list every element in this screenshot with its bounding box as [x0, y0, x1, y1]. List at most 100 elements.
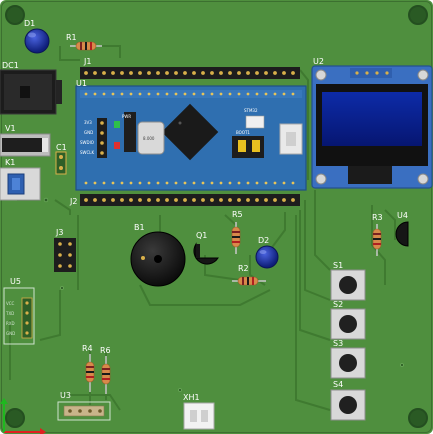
- header-pin: [219, 198, 223, 202]
- label-u1: U1: [76, 79, 87, 88]
- module-side-pin-3: SWCLK: [80, 150, 95, 155]
- traces: [9, 45, 396, 411]
- header-pin: [201, 198, 205, 202]
- label-dc1: DC1: [2, 61, 19, 70]
- switch-v1: [0, 133, 51, 157]
- module-pin: [210, 181, 214, 185]
- module-pin: [192, 181, 196, 185]
- label-d1: D1: [24, 19, 35, 28]
- header-pin: [183, 71, 187, 75]
- header-j1: [80, 67, 300, 79]
- module-pin: [273, 92, 277, 96]
- module-pin: [165, 181, 169, 185]
- label-r2: R2: [238, 264, 249, 273]
- label-r6: R6: [100, 346, 111, 355]
- module-pin: [93, 92, 97, 96]
- header-pin: [246, 71, 250, 75]
- module-u3: [57, 401, 111, 421]
- module-pin: [138, 92, 142, 96]
- module-pin: [228, 181, 232, 185]
- header-pin: [192, 198, 196, 202]
- module-pin: [219, 181, 223, 185]
- label-r1: R1: [66, 33, 77, 42]
- module-pin: [138, 181, 142, 185]
- module-pin: [147, 92, 151, 96]
- header-pin: [120, 71, 124, 75]
- button-s3: [330, 347, 366, 379]
- label-s4: S4: [333, 380, 343, 389]
- buzzer-b1: [130, 231, 186, 287]
- module-pin: [174, 181, 178, 185]
- module-pin: [201, 92, 205, 96]
- module-side-pin-2: SWDIO: [80, 140, 94, 145]
- label-j2: J2: [69, 197, 77, 206]
- header-pin: [192, 71, 196, 75]
- module-pin: [237, 92, 241, 96]
- header-j2: [80, 194, 300, 206]
- header-pin: [183, 198, 187, 202]
- label-s2: S2: [333, 300, 343, 309]
- label-s1: S1: [333, 261, 343, 270]
- label-b1: B1: [134, 223, 145, 232]
- header-pin: [165, 71, 169, 75]
- resistor-r6: [101, 356, 111, 394]
- header-pin: [129, 198, 133, 202]
- module-pin: [273, 181, 277, 185]
- led-d2: [255, 245, 279, 269]
- label-r5: R5: [232, 210, 243, 219]
- u5-pin-1: TXD: [5, 311, 14, 316]
- module-pin: [129, 181, 133, 185]
- u5-pin-3: GND: [6, 331, 15, 336]
- switch-k1: [0, 167, 41, 201]
- header-pin: [291, 71, 295, 75]
- module-pin: [228, 92, 232, 96]
- label-r3: R3: [372, 213, 383, 222]
- resistor-r2: [232, 276, 266, 286]
- header-pin: [111, 198, 115, 202]
- header-pin: [291, 198, 295, 202]
- header-pin: [111, 71, 115, 75]
- module-side-pin-0: 3V3: [84, 120, 92, 125]
- button-s2: [330, 308, 366, 340]
- capacitor-c1: [55, 151, 67, 175]
- label-xh1: XH1: [183, 393, 200, 402]
- header-pin: [237, 198, 241, 202]
- module-pin: [282, 92, 286, 96]
- transistor-q1: [193, 242, 219, 265]
- oled-u2: [311, 65, 433, 189]
- header-pin: [282, 71, 286, 75]
- header-pin: [273, 198, 277, 202]
- module-pin: [264, 92, 268, 96]
- module-pin: [219, 92, 223, 96]
- module-pin: [237, 181, 241, 185]
- module-pin: [147, 181, 151, 185]
- header-pin: [84, 71, 88, 75]
- module-pin: [291, 181, 295, 185]
- resistor-r4: [85, 354, 95, 392]
- mcu-module-u1: [75, 85, 307, 191]
- module-pin: [129, 92, 133, 96]
- header-pin: [210, 198, 214, 202]
- label-u4: U4: [397, 211, 408, 220]
- module-pin: [120, 92, 124, 96]
- module-pin: [156, 92, 160, 96]
- module-pin: [120, 181, 124, 185]
- header-pin: [156, 198, 160, 202]
- header-j3: [54, 238, 76, 272]
- label-q1: Q1: [196, 231, 207, 240]
- module-pin: [93, 181, 97, 185]
- module-boot-label: BOOT1: [236, 130, 250, 135]
- module-pin: [174, 92, 178, 96]
- module-pwr-label: PWR: [122, 114, 131, 119]
- resistor-r5: [231, 222, 241, 254]
- label-j3: J3: [55, 228, 63, 237]
- label-j1: J1: [83, 57, 91, 66]
- module-pin: [201, 181, 205, 185]
- mount-hole-tl: [5, 5, 25, 25]
- header-pin: [228, 71, 232, 75]
- button-s1: [330, 269, 366, 301]
